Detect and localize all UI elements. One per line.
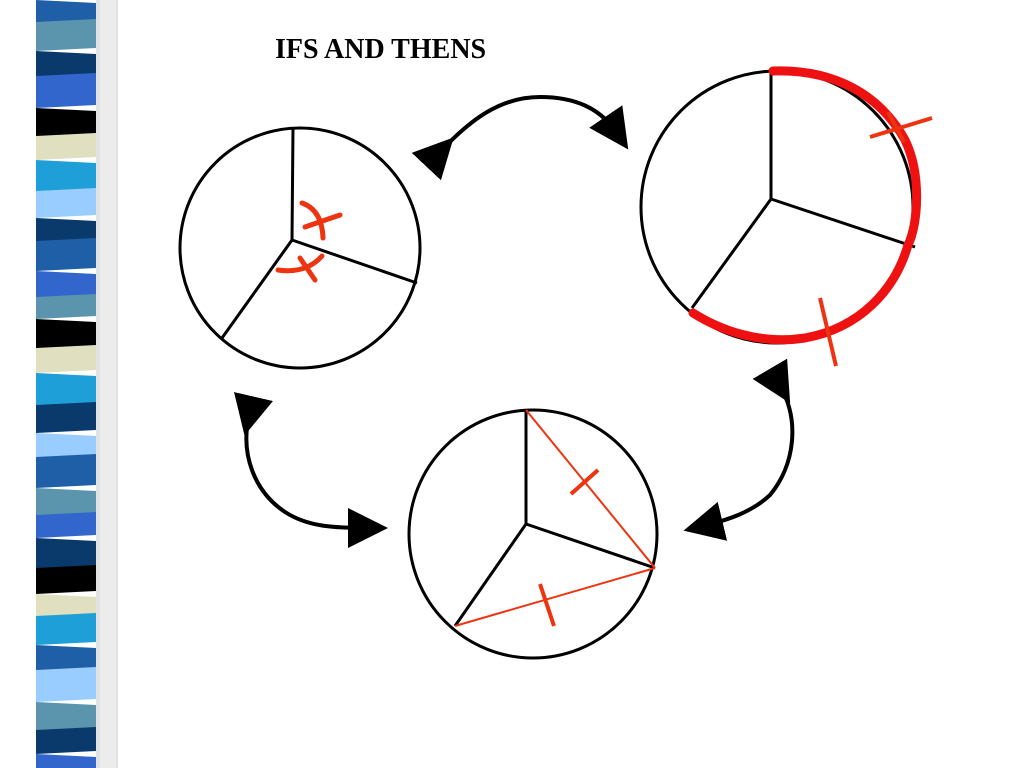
stripe-segment [36,108,96,139]
stripe-segment [36,433,96,460]
stripe-segment [36,73,96,108]
highlighted-arc [688,240,913,345]
chord-tick-mark [569,468,600,496]
stripe-segment [36,594,96,619]
stripe-segment [36,238,96,271]
stripe-segment [36,512,96,538]
arrow-chords-to-angles [233,392,388,548]
stripe-segment [36,345,96,373]
radius-line [220,239,294,339]
stripe-segment [36,373,96,408]
radius-line [690,198,773,309]
stripe-segment [36,702,96,733]
slide-title: IFS AND THENS [275,34,487,65]
decorative-stripe-bar [0,0,118,768]
radius-line [291,238,418,285]
stripe-segment [36,218,96,244]
stripe-segment [36,454,96,488]
circle-outline [407,408,659,660]
stripe-segment [36,727,96,754]
stripe-segment [36,160,96,194]
arc-tick-mark [886,111,906,143]
stripe-segment [36,667,96,702]
stripe-segment [36,294,96,319]
radius-line [770,197,916,249]
stripe-segment [36,0,96,25]
stripe-segment [36,271,96,300]
stripe-segment [36,188,96,218]
stripe-segment [36,133,96,160]
circle-equal-arcs [639,66,933,367]
stripe-segment [36,754,96,768]
radius-line [525,522,656,570]
stripe-segment [36,51,96,79]
stripe-segment [36,645,96,673]
chord-tick-mark [538,583,556,627]
circle-outline [178,126,422,370]
angle-arc-mark [299,200,326,241]
angle-arc-mark [275,253,325,274]
stripe-segment [36,565,96,594]
circle-equal-central-angles [178,126,422,370]
stripe-segment [36,19,96,51]
stripe-segment [36,488,96,518]
stripe-segment [36,402,96,433]
chord-line [454,567,656,627]
arrow-angles-to-arcs [411,94,629,181]
angle-tick-mark [302,212,343,230]
highlighted-arc [768,66,922,250]
radius-line [290,127,295,241]
arc-tick-mark [869,116,933,139]
stripe-segment [36,319,96,351]
stripe-segment [36,538,96,571]
circle-equal-chords [407,408,659,660]
angle-tick-mark [297,255,318,283]
radius-line [453,523,528,627]
arrow-arcs-to-chords [683,358,795,541]
chord-line [525,409,656,569]
stripe-segment [36,613,96,645]
arc-tick-mark [818,297,838,367]
